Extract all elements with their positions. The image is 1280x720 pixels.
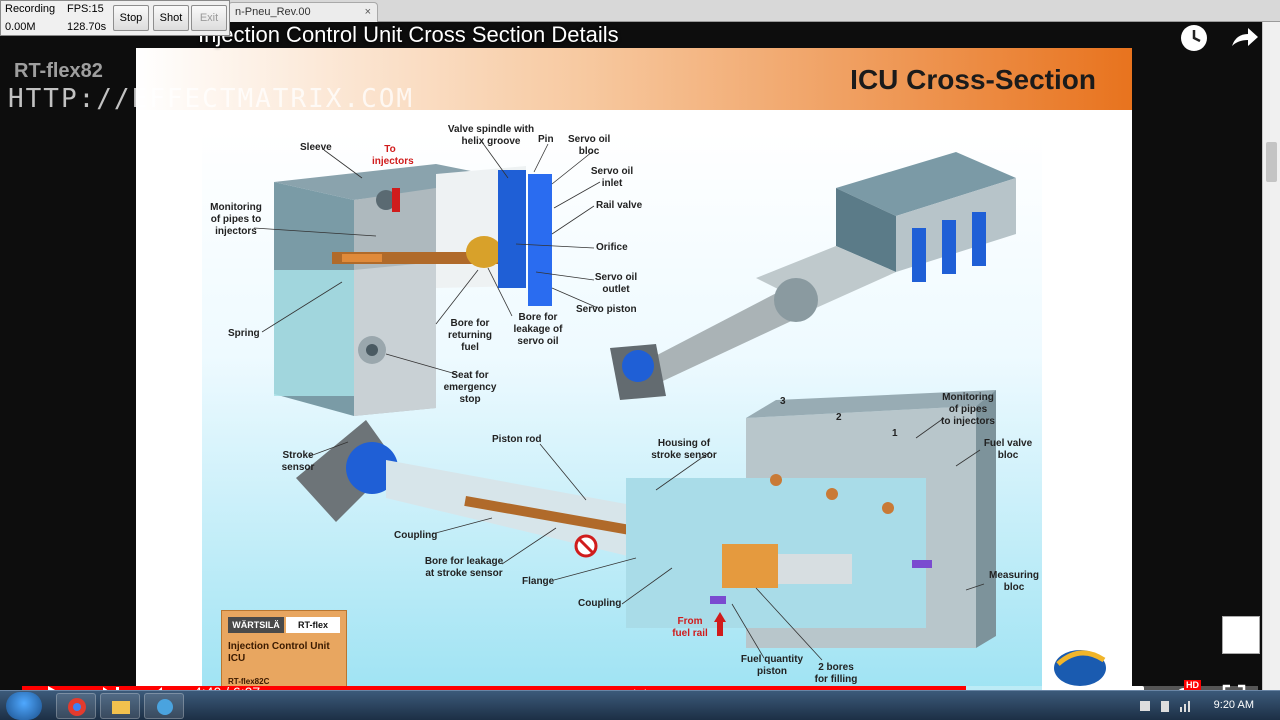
watch-later-icon[interactable]	[1178, 22, 1210, 54]
label-servo-oil-outlet: Servo oil outlet	[594, 272, 638, 295]
label-measuring-bloc: Measuring bloc	[988, 570, 1039, 593]
lower-assembly	[296, 390, 996, 648]
leader-lines	[253, 141, 985, 661]
label-spring: Spring	[228, 328, 260, 339]
label-housing-stroke: Housing of stroke sensor	[651, 438, 717, 461]
windows-taskbar: 9:20 AM	[0, 690, 1280, 720]
recorder-exit-button[interactable]: Exit	[191, 5, 227, 31]
label-piston-rod: Piston rod	[492, 434, 542, 445]
badge-brand: WÄRTSILÄ	[228, 617, 284, 633]
label-stroke-sensor: Stroke sensor	[281, 450, 315, 473]
label-to-injectors: To injectors	[372, 144, 414, 167]
label-fuel-quantity-piston: Fuel quantity piston	[740, 654, 804, 677]
label-two-bores: 2 bores for filling	[814, 662, 858, 685]
label-servo-piston: Servo piston	[576, 304, 637, 315]
slide: ICU Cross-Section	[136, 48, 1132, 700]
recorder-status: Recording	[5, 3, 56, 15]
recorder-elapsed: 128.70s	[67, 21, 107, 33]
label-from-fuel-rail: From fuel rail	[672, 616, 708, 639]
label-number-2: 2	[836, 412, 842, 423]
taskbar-chrome-icon[interactable]	[56, 693, 96, 719]
video-progress-fill	[22, 686, 967, 690]
badge-title: Injection Control Unit ICU	[228, 641, 330, 664]
recorder-stop-button[interactable]: Stop	[113, 5, 149, 31]
taskbar-clock[interactable]: 9:20 AM	[1213, 699, 1254, 711]
label-coupling-2: Coupling	[578, 598, 622, 609]
watermark-url: HTTP://EFFECTMATRIX.COM	[8, 84, 415, 114]
recorder-size: 0.00M	[5, 21, 36, 33]
taskbar-recorder-icon[interactable]	[144, 693, 184, 719]
label-pin: Pin	[538, 134, 554, 145]
label-coupling-1: Coupling	[394, 530, 438, 541]
browser-tab-title: n-Pneu_Rev.00	[235, 6, 311, 18]
channel-ship-icon[interactable]	[1222, 616, 1260, 654]
label-orifice: Orifice	[596, 242, 628, 253]
label-valve-spindle: Valve spindle with helix groove	[447, 124, 535, 147]
label-sleeve: Sleeve	[300, 142, 332, 153]
label-servo-oil-inlet: Servo oil inlet	[590, 166, 634, 189]
label-number-3: 3	[780, 396, 786, 407]
label-seat-emergency: Seat for emergency stop	[443, 370, 497, 405]
label-rail-valve: Rail valve	[596, 200, 643, 211]
label-servo-oil-bloc: Servo oil bloc	[568, 134, 611, 157]
label-bore-returning: Bore for returning fuel	[448, 318, 492, 353]
scrollbar-thumb[interactable]	[1266, 142, 1277, 182]
recorder-shot-button[interactable]: Shot	[153, 5, 189, 31]
label-bore-leakage-servo: Bore for leakage of servo oil	[513, 312, 563, 347]
slide-header: ICU Cross-Section	[136, 48, 1132, 110]
start-button[interactable]	[6, 692, 42, 720]
label-fuel-valve-bloc: Fuel valve bloc	[983, 438, 1033, 461]
label-flange: Flange	[522, 576, 555, 587]
video-subtitle-overlay: RT-flex82	[14, 60, 103, 82]
label-monitoring-pipes-2: Monitoring of pipes to injectors	[941, 392, 995, 427]
icu-diagram	[253, 141, 1016, 661]
badge-model: RT-flex82C	[228, 677, 270, 686]
recorder-fps: FPS:15	[67, 3, 104, 15]
hd-badge: HD	[1184, 680, 1201, 690]
fullscreen-icon[interactable]	[1222, 684, 1246, 706]
upper-right-assembly	[610, 152, 1016, 400]
label-number-1: 1	[892, 428, 898, 439]
share-icon[interactable]	[1228, 22, 1260, 54]
label-monitoring-pipes: Monitoring of pipes to injectors	[210, 202, 262, 237]
video-player[interactable]: ICU Cross-Section	[0, 22, 1262, 706]
tab-close-icon[interactable]: ×	[364, 6, 371, 18]
upper-block	[274, 164, 552, 416]
taskbar-explorer-icon[interactable]	[100, 693, 140, 719]
tray-battery-icon[interactable]	[1158, 699, 1172, 713]
slide-title: ICU Cross-Section	[850, 64, 1096, 95]
product-badge: WÄRTSILÄ RT-flex Injection Control Unit …	[221, 610, 347, 698]
browser-tab[interactable]: n-Pneu_Rev.00 ×	[228, 2, 378, 22]
screen-recorder-widget: Recording 0.00M FPS:15 128.70s Stop Shot…	[0, 0, 230, 36]
badge-product: RT-flex	[286, 617, 340, 633]
tray-network-icon[interactable]	[1178, 699, 1192, 713]
browser-scrollbar[interactable]	[1262, 22, 1280, 690]
video-progress-bar[interactable]	[22, 686, 1258, 690]
tray-flag-icon[interactable]	[1138, 699, 1152, 713]
video-title[interactable]: Injection Control Unit Cross Section Det…	[198, 22, 619, 47]
label-bore-leakage-stroke: Bore for leakage at stroke sensor	[424, 556, 504, 579]
wartsila-logo	[1054, 650, 1106, 686]
